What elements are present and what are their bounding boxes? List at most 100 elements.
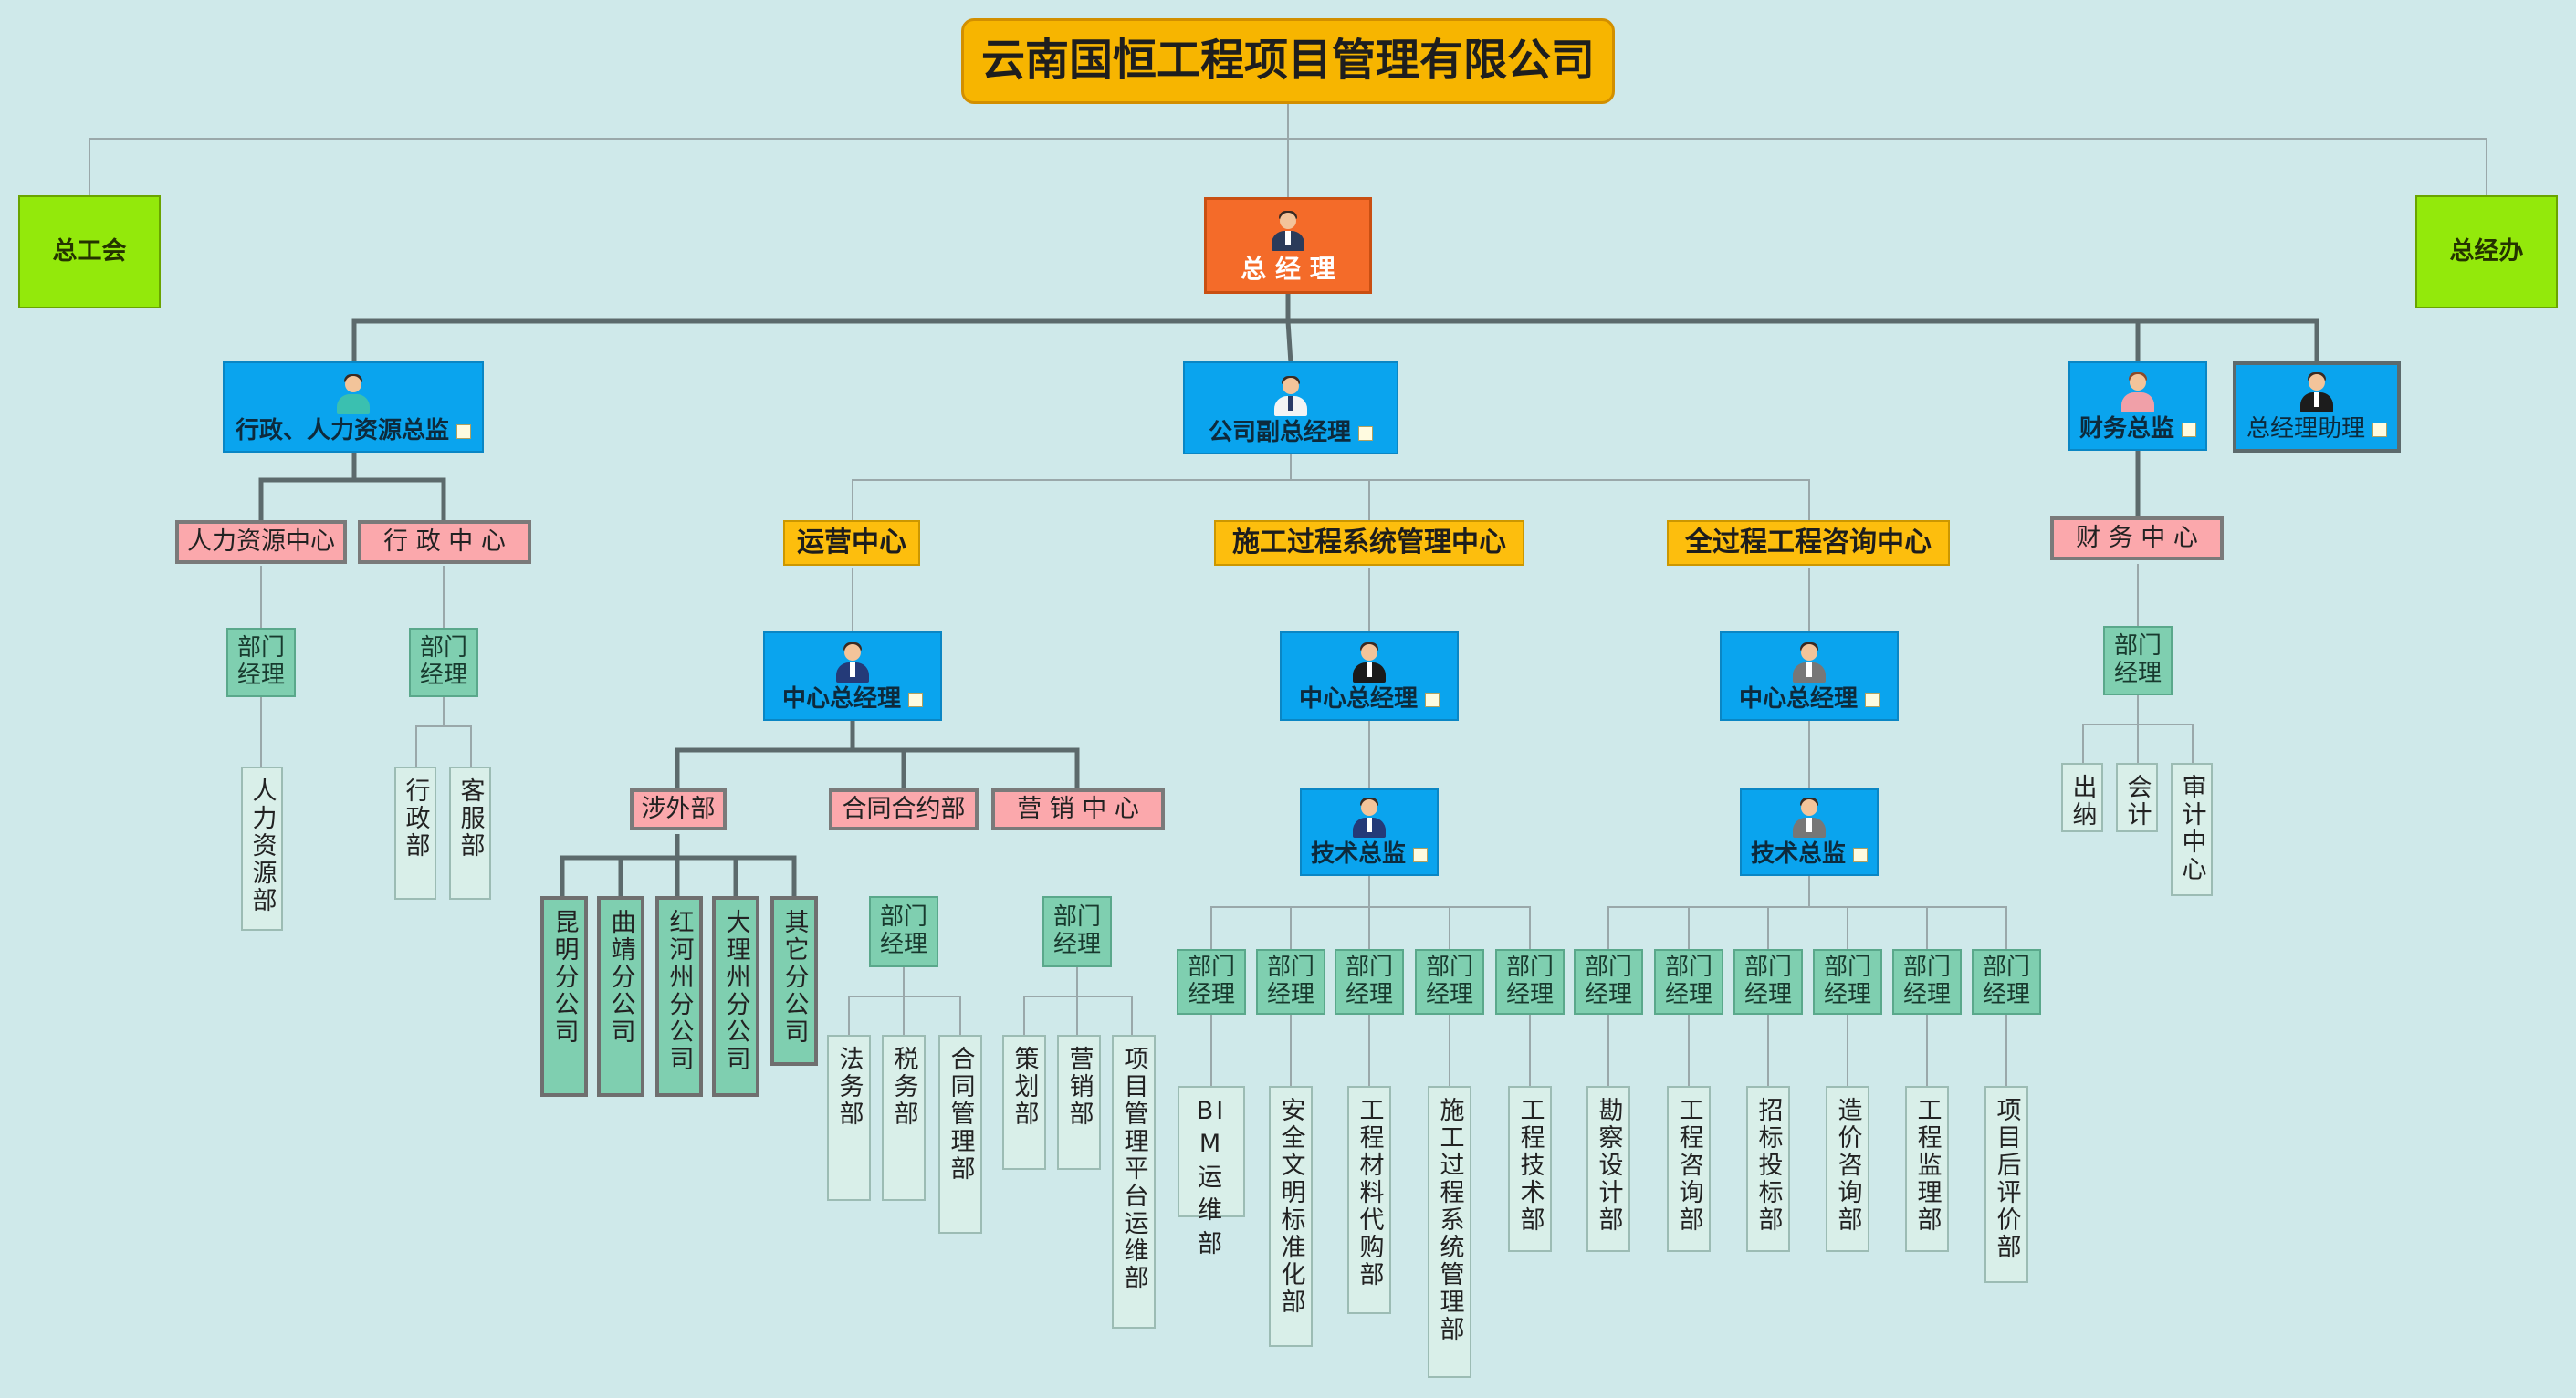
- leaf-dept[interactable]: 勘察设计部: [1586, 1086, 1630, 1252]
- center-gm-label: 中心总经理: [1298, 685, 1418, 714]
- leaf-dept-label: 会计: [2122, 774, 2152, 829]
- leaf-dept-label: 审计中心: [2177, 774, 2206, 883]
- leaf-dept-label: 工程技术部: [1515, 1097, 1545, 1234]
- dept-manager-box[interactable]: 部门经理: [1256, 949, 1325, 1015]
- dept-manager-label: 部门经理: [1505, 954, 1554, 1008]
- note-icon: [1865, 692, 1880, 707]
- leaf-dept[interactable]: 出纳: [2061, 763, 2103, 832]
- leaf-dept[interactable]: 合同管理部: [938, 1035, 982, 1234]
- leaf-dept[interactable]: 安全文明标准化部: [1269, 1086, 1313, 1347]
- admin-hr-director-label: 行政、人力资源总监: [235, 417, 449, 445]
- dept-manager-box[interactable]: 部门经理: [1335, 949, 1404, 1015]
- note-icon: [456, 423, 471, 439]
- construction-center-box[interactable]: 施工过程系统管理中心: [1214, 520, 1524, 566]
- dept-manager-label: 部门经理: [1584, 954, 1632, 1008]
- dept-manager-box[interactable]: 部门经理: [2103, 626, 2173, 695]
- leaf-dept[interactable]: 项目后评价部: [1984, 1086, 2028, 1283]
- branch-office-label: 其它分公司: [780, 909, 809, 1046]
- person-icon: [333, 374, 373, 415]
- dept-manager-box[interactable]: 部门经理: [1733, 949, 1803, 1015]
- leaf-dept-label: 策划部: [1010, 1046, 1039, 1128]
- leaf-dept[interactable]: 工程咨询部: [1667, 1086, 1711, 1252]
- center-gm-label: 中心总经理: [1738, 685, 1858, 714]
- leaf-dept[interactable]: 客服部: [449, 767, 491, 900]
- marketing-center-label: 营 销 中 心: [1017, 795, 1139, 824]
- ops-center-gm-box[interactable]: 中心总经理: [763, 631, 942, 721]
- dept-manager-box[interactable]: 部门经理: [1654, 949, 1723, 1015]
- dept-manager-box[interactable]: 部门经理: [1972, 949, 2041, 1015]
- dept-manager-box[interactable]: 部门经理: [226, 628, 296, 697]
- branch-office[interactable]: 其它分公司: [770, 896, 818, 1066]
- dept-manager-box[interactable]: 部门经理: [1495, 949, 1565, 1015]
- branch-office[interactable]: 大理州分公司: [712, 896, 759, 1097]
- leaf-dept[interactable]: BIM运维部: [1178, 1086, 1245, 1258]
- dept-manager-label: 部门经理: [1052, 903, 1101, 958]
- dept-manager-box[interactable]: 部门经理: [1415, 949, 1484, 1015]
- dept-manager-box[interactable]: 部门经理: [869, 896, 938, 967]
- tech-director-label: 技术总监: [1750, 840, 1846, 869]
- leaf-dept[interactable]: 行政部: [394, 767, 436, 900]
- consult-center-box[interactable]: 全过程工程咨询中心: [1667, 520, 1950, 566]
- dept-manager-label: 部门经理: [1823, 954, 1871, 1008]
- construction-center-gm-box[interactable]: 中心总经理: [1280, 631, 1459, 721]
- branch-office[interactable]: 曲靖分公司: [597, 896, 644, 1097]
- dept-manager-label: 部门经理: [1902, 954, 1951, 1008]
- leaf-dept[interactable]: 法务部: [827, 1035, 871, 1201]
- branch-office-label: 大理州分公司: [721, 909, 750, 1073]
- company-title-text: 云南国恒工程项目管理有限公司: [980, 35, 1595, 87]
- leaf-dept-label: 行政部: [401, 777, 430, 860]
- finance-center-box[interactable]: 财 务 中 心: [2050, 516, 2224, 560]
- dept-manager-box[interactable]: 部门经理: [1892, 949, 1962, 1015]
- leaf-dept[interactable]: 施工过程系统管理部: [1428, 1086, 1471, 1378]
- dept-manager-box[interactable]: 部门经理: [1574, 949, 1643, 1015]
- finance-director-label: 财务总监: [2079, 415, 2174, 443]
- leaf-dept[interactable]: 工程监理部: [1905, 1086, 1949, 1252]
- foreign-affairs-label: 涉外部: [641, 795, 716, 824]
- gm-assistant-box[interactable]: 总经理助理: [2233, 361, 2401, 453]
- leaf-dept-label: 工程监理部: [1912, 1097, 1942, 1234]
- leaf-dept[interactable]: 工程材料代购部: [1347, 1086, 1391, 1314]
- leaf-dept[interactable]: 策划部: [1002, 1035, 1046, 1170]
- hr-center-box[interactable]: 人力资源中心: [175, 520, 347, 564]
- consult-tech-director-box[interactable]: 技术总监: [1740, 788, 1879, 876]
- leaf-dept-label: 客服部: [456, 777, 485, 860]
- dept-manager-box[interactable]: 部门经理: [1813, 949, 1882, 1015]
- dept-manager-label: 部门经理: [1187, 954, 1235, 1008]
- admin-hr-director-box[interactable]: 行政、人力资源总监: [223, 361, 484, 453]
- leaf-dept[interactable]: 会计: [2116, 763, 2158, 832]
- vice-gm-label: 公司副总经理: [1208, 419, 1351, 447]
- tech-director-label: 技术总监: [1310, 840, 1406, 869]
- consult-center-gm-box[interactable]: 中心总经理: [1720, 631, 1899, 721]
- note-icon: [2182, 422, 2196, 437]
- vice-gm-box[interactable]: 公司副总经理: [1183, 361, 1398, 454]
- labor-union-box[interactable]: 总工会: [18, 195, 161, 308]
- foreign-affairs-box[interactable]: 涉外部: [630, 788, 727, 830]
- dept-manager-label: 部门经理: [1982, 954, 2030, 1008]
- leaf-dept[interactable]: 人力资源部: [241, 767, 283, 931]
- leaf-dept[interactable]: 营销部: [1057, 1035, 1101, 1170]
- construction-tech-director-box[interactable]: 技术总监: [1300, 788, 1439, 876]
- ops-center-box[interactable]: 运营中心: [783, 520, 920, 566]
- leaf-dept-label: 造价咨询部: [1833, 1097, 1862, 1234]
- branch-office[interactable]: 昆明分公司: [540, 896, 588, 1097]
- leaf-dept-label: 营销部: [1064, 1046, 1094, 1128]
- dept-manager-box[interactable]: 部门经理: [1042, 896, 1112, 967]
- general-manager-box[interactable]: 总 经 理: [1204, 197, 1372, 294]
- leaf-dept-label: 项目管理平台运维部: [1119, 1046, 1148, 1292]
- marketing-center-box[interactable]: 营 销 中 心: [991, 788, 1165, 830]
- center-gm-label: 中心总经理: [781, 685, 901, 714]
- leaf-dept[interactable]: 工程技术部: [1508, 1086, 1552, 1252]
- leaf-dept[interactable]: 招标投标部: [1746, 1086, 1790, 1252]
- leaf-dept[interactable]: 审计中心: [2171, 763, 2213, 896]
- dept-manager-box[interactable]: 部门经理: [1177, 949, 1246, 1015]
- contract-dept-box[interactable]: 合同合约部: [829, 788, 979, 830]
- dept-manager-box[interactable]: 部门经理: [409, 628, 478, 697]
- gm-office-box[interactable]: 总经办: [2415, 195, 2558, 308]
- leaf-dept[interactable]: 造价咨询部: [1826, 1086, 1869, 1252]
- finance-director-box[interactable]: 财务总监: [2068, 361, 2207, 451]
- branch-office[interactable]: 红河州分公司: [655, 896, 703, 1097]
- leaf-dept[interactable]: 项目管理平台运维部: [1112, 1035, 1156, 1329]
- leaf-dept[interactable]: 税务部: [882, 1035, 926, 1201]
- admin-center-box[interactable]: 行 政 中 心: [358, 520, 531, 564]
